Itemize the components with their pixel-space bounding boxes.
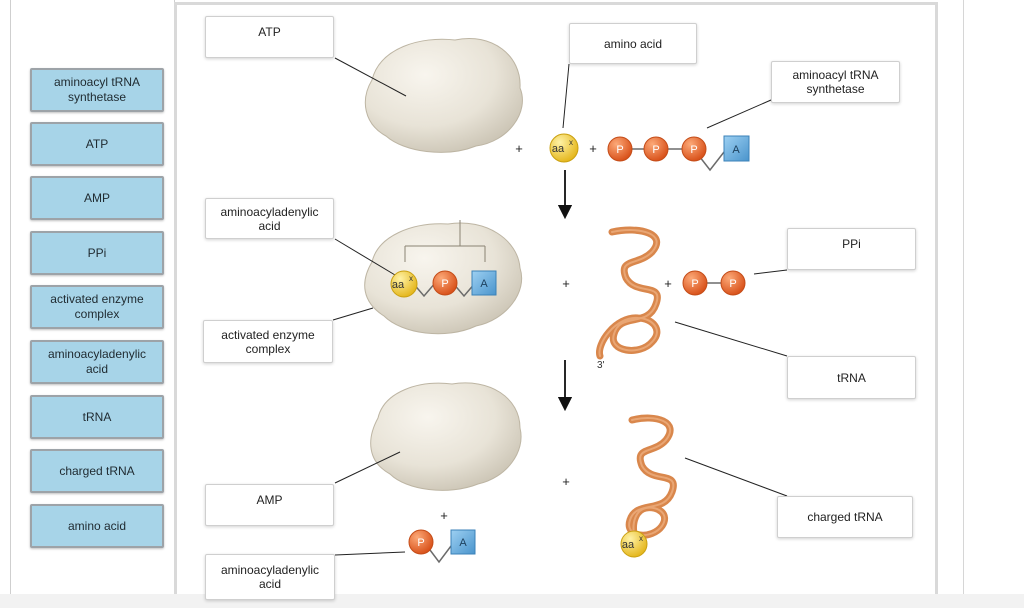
aminoacyladenylic-molecule [390, 270, 497, 298]
enzyme-3 [370, 382, 522, 491]
svg-text:aa: aa [392, 279, 405, 291]
amino-acid-molecule [549, 133, 579, 163]
right-divider [963, 0, 964, 608]
svg-text:+: + [562, 276, 570, 291]
bank-item-activated-enzyme-complex[interactable]: activated enzyme complex [30, 285, 164, 329]
svg-text:x: x [409, 274, 413, 283]
svg-text:P: P [691, 278, 698, 290]
svg-text:+: + [515, 141, 523, 156]
svg-text:+: + [664, 276, 672, 291]
enzyme-1 [364, 38, 523, 153]
bank-item-amino-acid[interactable]: amino acid [30, 504, 164, 548]
svg-text:A: A [459, 537, 467, 549]
atp-molecule [607, 135, 750, 172]
drop-zone-aminoacyladenylic-acid-1[interactable]: aminoacyladenylic acid [205, 198, 334, 239]
bank-item-aminoacyladenylic-acid[interactable]: aminoacyladenylic acid [30, 340, 164, 384]
drop-zone-ppi[interactable]: PPi [787, 228, 916, 270]
svg-text:x: x [569, 138, 573, 147]
svg-text:P: P [652, 144, 659, 156]
ppi-molecule [682, 270, 746, 296]
svg-text:P: P [441, 278, 448, 290]
charged-trna-amino-acid [620, 530, 648, 558]
bank-item-ppi[interactable]: PPi [30, 231, 164, 275]
bank-item-charged-trna[interactable]: charged tRNA [30, 449, 164, 493]
three-prime-label: 3' [597, 360, 605, 371]
bank-item-amp[interactable]: AMP [30, 176, 164, 220]
drop-zone-charged-trna[interactable]: charged tRNA [777, 496, 913, 538]
svg-text:P: P [729, 278, 736, 290]
svg-text:+: + [589, 141, 597, 156]
svg-text:x: x [639, 534, 643, 543]
drop-zone-aminoacyl-trna-synthetase[interactable]: aminoacyl tRNA synthetase [771, 61, 900, 103]
plus-signs: + + + + + + [440, 141, 672, 523]
bank-item-trna[interactable]: tRNA [30, 395, 164, 439]
aa-label-1: aa [552, 143, 565, 155]
svg-text:A: A [480, 278, 488, 290]
drop-zone-amino-acid[interactable]: amino acid [569, 23, 697, 64]
svg-text:+: + [440, 508, 448, 523]
svg-text:P: P [616, 144, 623, 156]
drop-zone-activated-enzyme-complex[interactable]: activated enzyme complex [203, 320, 333, 363]
amp-molecule [408, 529, 476, 564]
svg-text:+: + [562, 474, 570, 489]
pointer-lines [332, 57, 788, 556]
svg-text:A: A [732, 144, 740, 156]
molecule-text: aa x P P P A aa x P A P P P A aa x 3' [392, 138, 740, 551]
drop-zone-aminoacyladenylic-acid-2[interactable]: aminoacyladenylic acid [205, 554, 335, 600]
drop-zone-atp[interactable]: ATP [205, 16, 334, 58]
trna-strand [596, 226, 661, 360]
svg-text:P: P [690, 144, 697, 156]
drop-zone-amp[interactable]: AMP [205, 484, 334, 526]
bank-item-atp[interactable]: ATP [30, 122, 164, 166]
drop-zone-trna[interactable]: tRNA [787, 356, 916, 399]
bank-item-aminoacyl-trna-synthetase[interactable]: aminoacyl tRNA synthetase [30, 68, 164, 112]
svg-text:P: P [417, 537, 424, 549]
svg-text:aa: aa [622, 539, 635, 551]
